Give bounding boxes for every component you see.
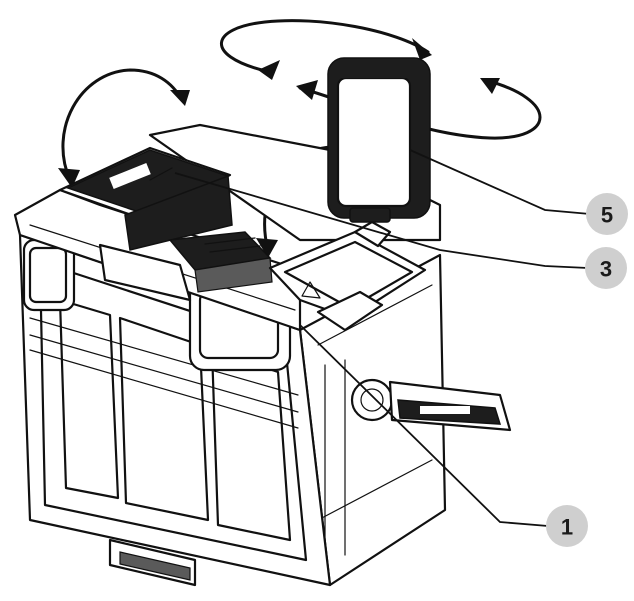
callout-label-5: 5 — [601, 203, 613, 228]
leader-line-3 — [174, 172, 589, 269]
rotation-arrow-icon — [220, 19, 542, 140]
top-cover — [58, 146, 233, 302]
side-handle — [350, 378, 512, 432]
callout-label-3: 3 — [600, 257, 612, 282]
callout-label-1: 1 — [561, 515, 573, 540]
flip-arrow-icon — [58, 68, 190, 188]
leader-lines — [174, 149, 591, 527]
callout-5: 5 — [586, 193, 628, 235]
battery-pack — [168, 231, 273, 293]
tray — [268, 220, 427, 332]
leader-line-1 — [299, 324, 549, 527]
leader-line-5 — [409, 149, 591, 215]
callout-3: 3 — [585, 247, 627, 289]
organizer-case — [327, 57, 431, 223]
callout-1: 1 — [546, 505, 588, 547]
